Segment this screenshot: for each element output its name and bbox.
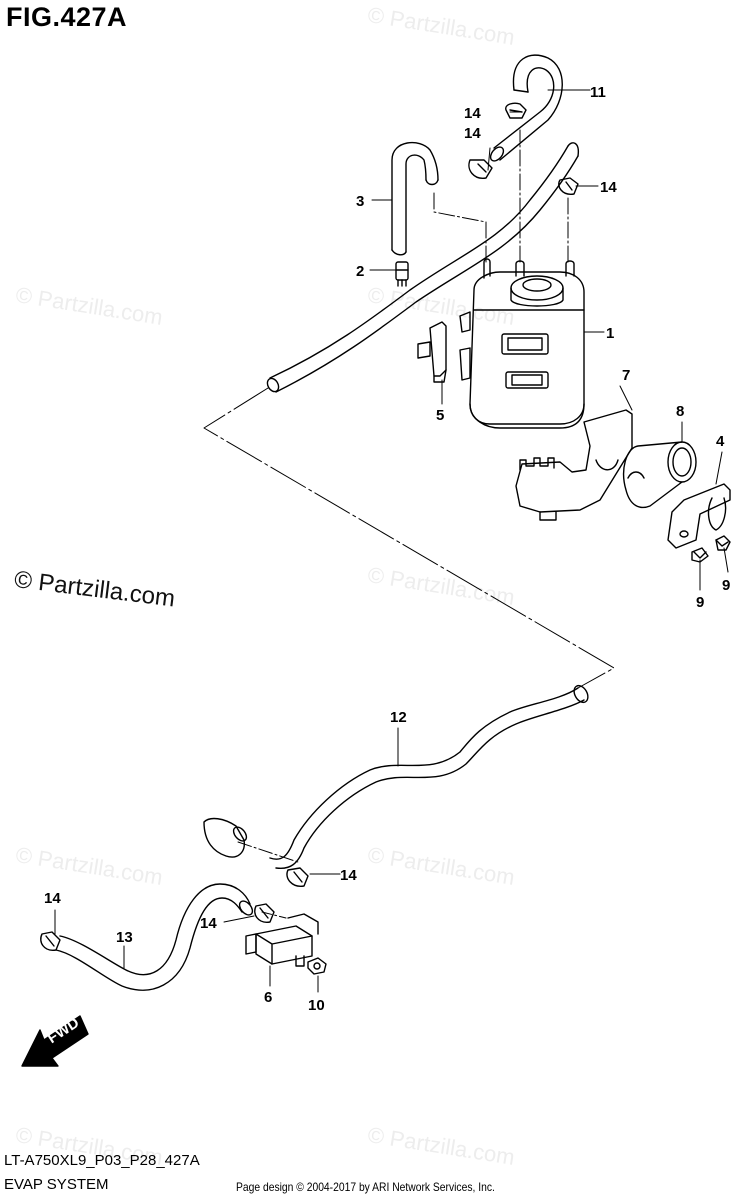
callout-12: 12	[390, 709, 407, 726]
fitting-2[interactable]	[395, 261, 409, 287]
routing-line	[237, 841, 299, 863]
hose-13[interactable]	[55, 883, 255, 991]
hose-long-top[interactable]	[265, 142, 580, 394]
callout-13: 13	[116, 929, 133, 946]
routing-line	[203, 387, 615, 689]
callout-14: 14	[464, 125, 481, 142]
bracket-5[interactable]	[417, 321, 447, 383]
bolt-9-right[interactable]	[715, 535, 731, 551]
footer-system: EVAP SYSTEM	[4, 1176, 109, 1193]
clip-14[interactable]	[254, 903, 275, 923]
clip-14[interactable]	[468, 159, 493, 179]
solenoid-valve-6[interactable]	[245, 913, 319, 967]
bolt-9-left[interactable]	[691, 547, 709, 563]
clip-14[interactable]	[40, 931, 61, 951]
sleeve-8[interactable]	[622, 441, 697, 509]
callout-14: 14	[200, 915, 217, 932]
fwd-arrow-icon	[21, 1015, 89, 1067]
figure-title: FIG.427A	[6, 2, 128, 32]
callout-2: 2	[356, 263, 364, 280]
leader-lines	[54, 89, 729, 993]
canister-1[interactable]	[459, 258, 585, 429]
bracket-7[interactable]	[515, 409, 633, 521]
callout-3: 3	[356, 193, 364, 210]
routing-line	[261, 911, 287, 919]
hose-11[interactable]	[488, 54, 563, 163]
callout-10: 10	[308, 997, 325, 1014]
footer-credit: Page design © 2004-2017 by ARI Network S…	[236, 1180, 495, 1194]
callout-11: 11	[590, 84, 606, 101]
callout-9: 9	[696, 594, 704, 611]
callout-7: 7	[622, 367, 630, 384]
routing-line	[433, 191, 487, 263]
hose-3[interactable]	[391, 141, 439, 256]
callout-14: 14	[464, 105, 481, 122]
callout-14: 14	[600, 179, 617, 196]
callout-6: 6	[264, 989, 272, 1006]
nut-10[interactable]	[307, 957, 327, 975]
callout-14: 14	[340, 867, 357, 884]
callout-1: 1	[606, 325, 614, 342]
clamp-bracket-4[interactable]	[667, 483, 731, 549]
callout-5: 5	[436, 407, 444, 424]
footer-code: LT-A750XL9_P03_P28_427A	[4, 1152, 200, 1169]
hose-12[interactable]	[203, 683, 591, 870]
callout-labels: 11 14 14 14 3 2 1 5 7 8 4 9 9 12 14 14 1…	[44, 84, 730, 1014]
callout-9: 9	[722, 577, 730, 594]
callout-14: 14	[44, 890, 61, 907]
callout-8: 8	[676, 403, 684, 420]
clip-14[interactable]	[505, 102, 527, 119]
clip-14[interactable]	[286, 867, 309, 887]
callout-4: 4	[716, 433, 725, 450]
